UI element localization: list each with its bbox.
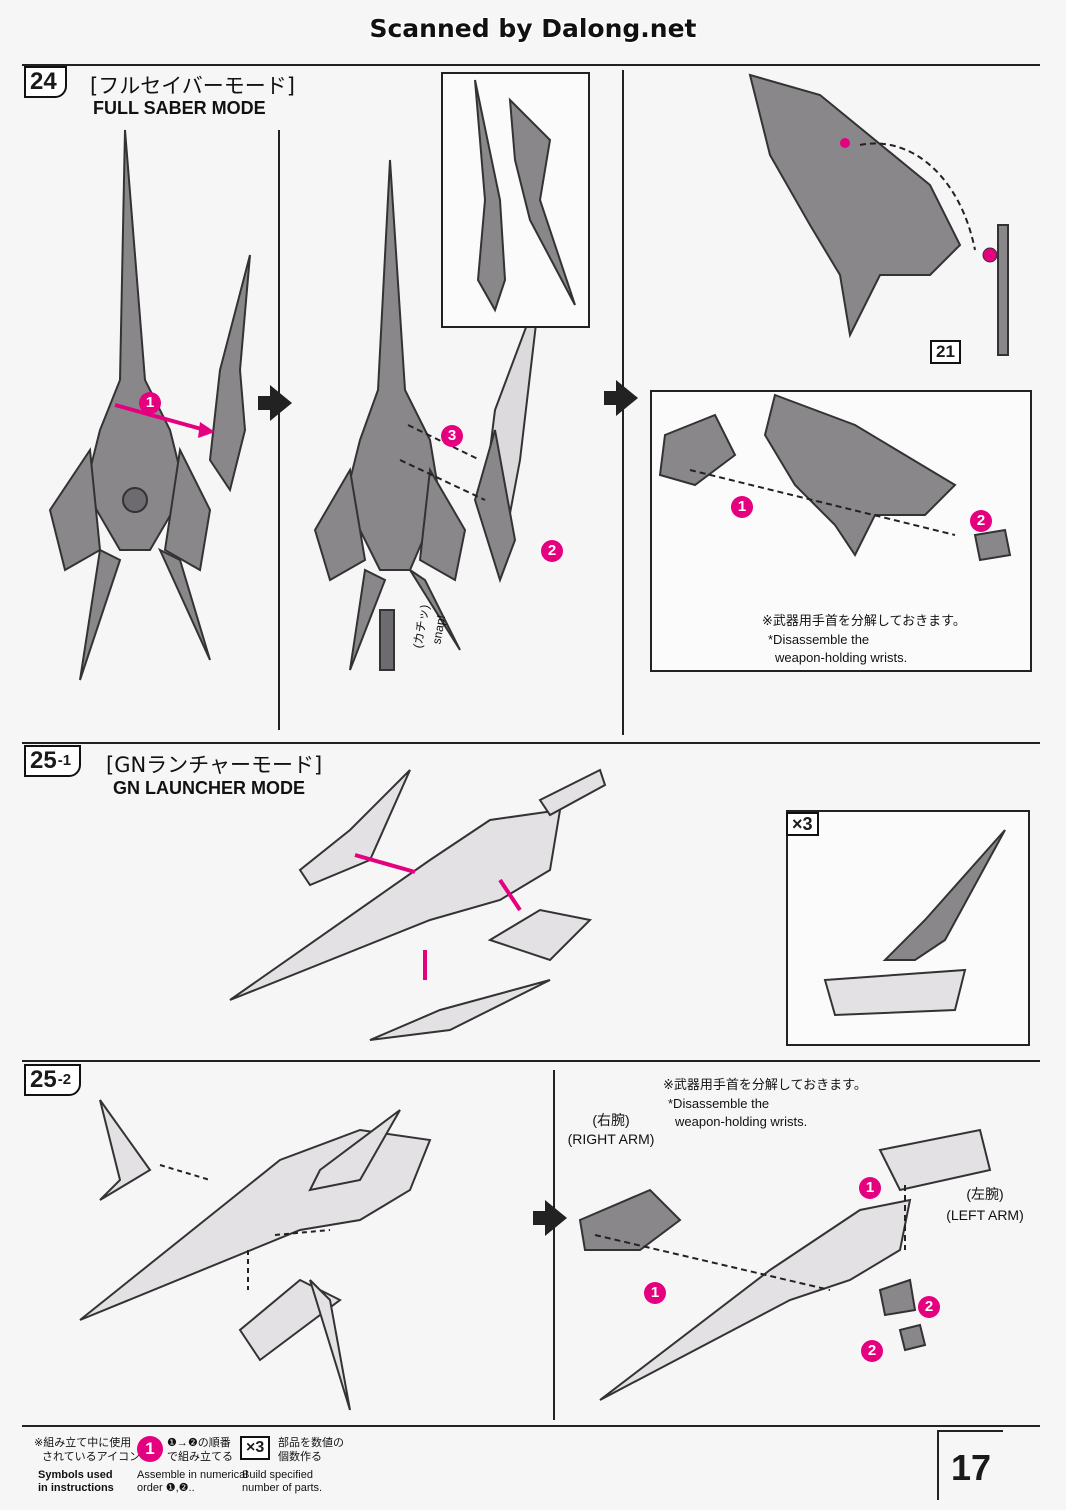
legend-header-jp-2: されているアイコン (42, 1451, 141, 1463)
legend-header-jp-1: ※組み立て中に使用 (34, 1437, 132, 1449)
sub-divider-25-2 (553, 1070, 555, 1420)
section-divider-25-2 (22, 1060, 1040, 1062)
legend-multiplier-icon: ×3 (240, 1436, 271, 1460)
arms-illustration-25-2 (578, 1128, 992, 1401)
step-25-1-title-jp: [GNランチャーモード] (106, 753, 323, 777)
step-25-1-badge: 25-1 (24, 745, 82, 777)
step-marker-2c: 2 (918, 1296, 940, 1318)
step-25-2-number: 25 (30, 1066, 57, 1093)
legend-icon2-jp-1: 部品を数値の (278, 1437, 344, 1449)
saber-illustration-2 (313, 159, 541, 671)
right-arm-label-en: (RIGHT ARM) (567, 1131, 655, 1147)
step-24-note-jp: ※武器用手首を分解しておきます。 (762, 613, 966, 628)
multiplier-label: ×3 (786, 812, 819, 836)
step-24-note-en-2: weapon-holding wrists. (775, 650, 908, 665)
scanned-by-header: Scanned by Dalong.net (369, 14, 697, 43)
sub-divider-24a (278, 130, 280, 730)
step-24-note-en-1: *Disassemble the (768, 632, 870, 647)
step-25-1-sub: -1 (57, 752, 72, 769)
legend-header-en-2: in instructions (38, 1482, 114, 1494)
flow-arrow-25-2 (533, 1200, 567, 1236)
step-25-2-badge: 25-2 (24, 1064, 82, 1096)
step-marker-2b: 2 (970, 510, 992, 532)
step-24-badge: 24 (24, 66, 67, 98)
flow-arrow-24b (604, 380, 638, 416)
left-arm-label-jp: (左腕) (966, 1186, 1004, 1202)
step-marker-1b: 1 (731, 496, 753, 518)
section-divider-25-1 (22, 742, 1040, 744)
detail-callout-illustration (474, 79, 576, 313)
assembly-illustration-25-2 (79, 1099, 432, 1411)
step-marker-3: 3 (441, 425, 463, 447)
step-marker-2: 2 (541, 540, 563, 562)
step-24-title-en: FULL SABER MODE (93, 98, 266, 118)
legend-icon1-jp-1: ❶→❷の順番 (167, 1437, 231, 1449)
step-25-2-note-jp: ※武器用手首を分解しておきます。 (663, 1077, 867, 1092)
stand-illustration (823, 829, 1006, 1017)
legend-icon1-jp-2: で組み立てる (167, 1451, 233, 1463)
rifle-illustration-top (748, 73, 1009, 356)
page-number: 17 (937, 1430, 1003, 1500)
section-divider-24 (22, 64, 1040, 66)
legend-step-marker-icon: 1 (137, 1436, 163, 1462)
left-arm-label-en: (LEFT ARM) (946, 1207, 1024, 1223)
flow-arrow-24a (258, 385, 292, 421)
legend-icon1-en-1: Assemble in numerical (137, 1469, 248, 1481)
legend-header-en-1: Symbols used (38, 1469, 113, 1481)
step-24-title-jp: [フルセイバーモード] (90, 74, 295, 98)
step-marker-1c: 1 (859, 1177, 881, 1199)
wrist-detail-illustration (658, 393, 1012, 562)
step-marker-1: 1 (139, 392, 161, 414)
legend-icon1-en-2: order ❶,❷.. (137, 1482, 195, 1494)
part-number-21: 21 (930, 340, 961, 364)
right-arm-label-jp: (右腕) (592, 1112, 630, 1128)
step-25-2-note-en-1: *Disassemble the (668, 1096, 770, 1111)
step-25-1-title-en: GN LAUNCHER MODE (113, 778, 305, 798)
step-25-1-number: 25 (30, 747, 57, 774)
section-divider-footer (22, 1425, 1040, 1427)
step-24-number: 24 (30, 68, 57, 95)
legend-icon2-jp-2: 個数作る (278, 1451, 322, 1463)
saber-illustration-1 (48, 129, 251, 681)
step-marker-1d: 1 (644, 1282, 666, 1304)
legend-icon2-en-1: Build specified (242, 1469, 313, 1481)
legend-icon2-en-2: number of parts. (242, 1482, 323, 1494)
step-25-2-note-en-2: weapon-holding wrists. (675, 1114, 808, 1129)
step-marker-2d: 2 (861, 1340, 883, 1362)
step-25-2-sub: -2 (57, 1071, 72, 1088)
launcher-illustration (229, 768, 607, 1041)
